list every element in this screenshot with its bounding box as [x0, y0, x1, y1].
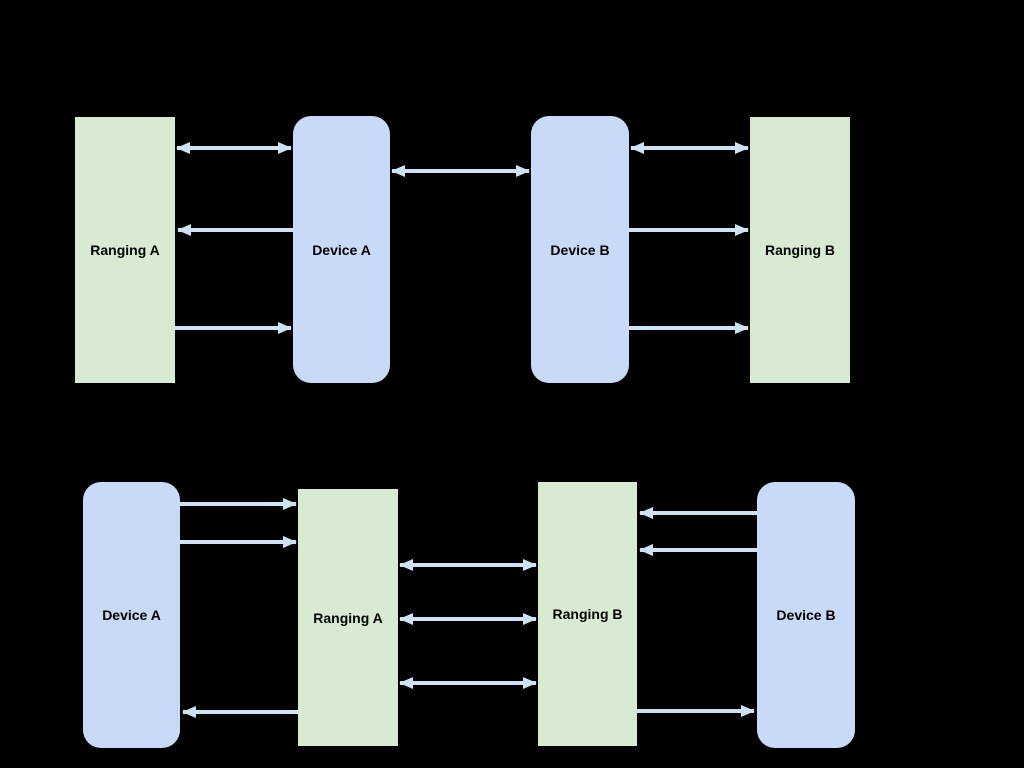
box-label: Ranging A — [90, 242, 160, 258]
box-label: Device A — [102, 607, 161, 623]
box-device-a-bottom: Device A — [83, 482, 180, 748]
box-ranging-a-bottom: Ranging A — [298, 489, 398, 746]
box-device-b-bottom: Device B — [757, 482, 855, 748]
box-ranging-b-bottom: Ranging B — [538, 482, 637, 746]
box-ranging-a-top: Ranging A — [75, 117, 175, 383]
box-ranging-b-top: Ranging B — [750, 117, 850, 383]
box-label: Device B — [550, 241, 610, 258]
box-label: Ranging B — [552, 606, 623, 622]
box-device-b-top: Device B — [531, 116, 629, 383]
box-label: Device A — [312, 241, 371, 258]
box-label: Ranging B — [765, 242, 835, 258]
box-device-a-top: Device A — [293, 116, 390, 383]
box-label: Device B — [776, 607, 836, 623]
box-label: Ranging A — [313, 609, 383, 626]
